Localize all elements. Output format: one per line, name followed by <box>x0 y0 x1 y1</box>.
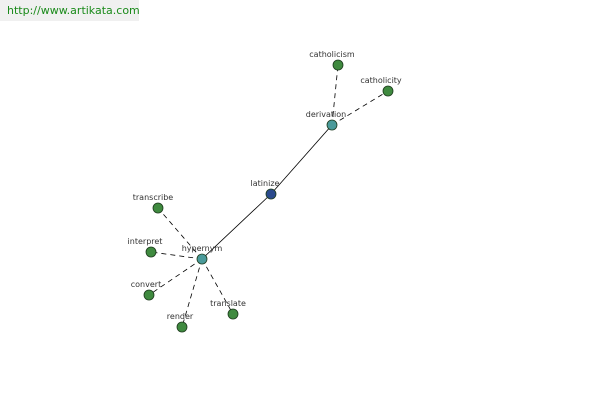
node-convert[interactable] <box>143 289 155 301</box>
node-derivation[interactable] <box>326 119 338 131</box>
node-catholicity[interactable] <box>382 85 394 97</box>
edge-hypernym-translate <box>201 258 234 315</box>
node-interpret[interactable] <box>145 246 157 258</box>
node-label-convert[interactable]: convert <box>131 280 161 289</box>
edge-derivation-catholicism <box>331 64 339 126</box>
edge-hypernym-transcribe <box>157 207 203 260</box>
node-label-latinize[interactable]: latinize <box>251 179 280 188</box>
edge-hypernym-render <box>181 258 203 328</box>
edge-hypernym-interpret <box>150 251 203 260</box>
node-latinize[interactable] <box>265 188 277 200</box>
node-translate[interactable] <box>227 308 239 320</box>
edge-latinize-hypernym <box>201 193 272 260</box>
node-catholicism[interactable] <box>332 59 344 71</box>
node-label-render[interactable]: render <box>167 312 194 321</box>
url-bar: http://www.artikata.com <box>0 0 140 21</box>
node-label-interpret[interactable]: interpret <box>128 237 163 246</box>
node-transcribe[interactable] <box>152 202 164 214</box>
edge-hypernym-convert <box>148 258 203 296</box>
node-label-transcribe[interactable]: transcribe <box>133 193 174 202</box>
node-render[interactable] <box>176 321 188 333</box>
node-label-translate[interactable]: translate <box>210 299 246 308</box>
site-url-link[interactable]: http://www.artikata.com <box>7 4 140 17</box>
edge-derivation-catholicity <box>331 90 389 126</box>
node-hypernym[interactable] <box>196 253 208 265</box>
node-label-catholicity[interactable]: catholicity <box>360 76 402 85</box>
node-label-derivation[interactable]: derivation <box>306 110 346 119</box>
edge-latinize-derivation <box>270 124 333 195</box>
node-label-catholicism[interactable]: catholicism <box>309 50 355 59</box>
node-label-hypernym[interactable]: hypernym <box>182 244 223 253</box>
